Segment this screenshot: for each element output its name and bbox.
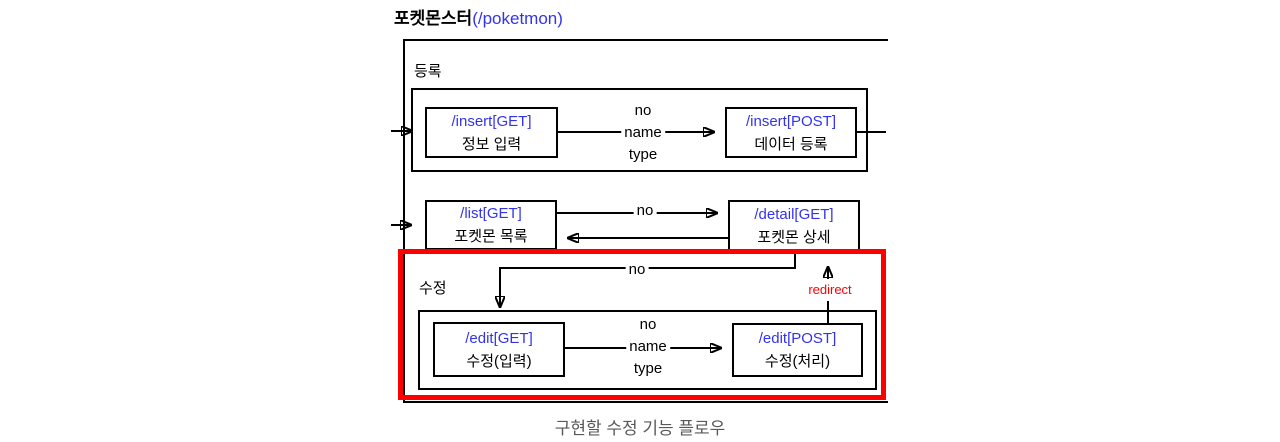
node-insert-get-desc: 정보 입력 bbox=[461, 135, 522, 153]
node-insert-post: /insert[POST] 데이터 등록 bbox=[725, 107, 857, 158]
node-detail-get: /detail[GET] 포켓몬 상세 bbox=[728, 200, 860, 252]
node-insert-get-route: /insert[GET] bbox=[451, 112, 532, 130]
node-insert-post-desc: 데이터 등록 bbox=[754, 135, 828, 153]
register-section-label: 등록 bbox=[414, 63, 442, 80]
node-edit-get-route: /edit[GET] bbox=[465, 329, 533, 347]
node-edit-get-desc: 수정(입력) bbox=[466, 352, 532, 370]
node-insert-get: /insert[GET] 정보 입력 bbox=[425, 107, 558, 158]
node-list-get-desc: 포켓몬 목록 bbox=[454, 228, 528, 245]
node-insert-post-route: /insert[POST] bbox=[745, 112, 837, 130]
node-detail-get-route: /detail[GET] bbox=[754, 206, 834, 223]
title-text: 포켓몬스터 bbox=[394, 9, 473, 28]
caption: 구현할 수정 기능 플로우 bbox=[554, 419, 726, 438]
node-edit-post-route: /edit[POST] bbox=[758, 330, 837, 347]
diagram-title: 포켓몬스터(/poketmon) bbox=[394, 8, 563, 29]
title-route: (/poketmon) bbox=[472, 9, 563, 28]
label-edit-condition: no name type bbox=[626, 314, 670, 380]
label-redirect: redirect bbox=[805, 279, 855, 301]
node-edit-post-desc: 수정(처리) bbox=[764, 353, 831, 370]
node-list-get: /list[GET] 포켓몬 목록 bbox=[425, 200, 557, 250]
node-edit-post: /edit[POST] 수정(처리) bbox=[732, 323, 863, 377]
label-insert-condition: no name type bbox=[621, 100, 665, 166]
label-list-detail-condition: no bbox=[633, 200, 657, 222]
node-detail-get-desc: 포켓몬 상세 bbox=[757, 229, 831, 246]
label-detail-edit-condition: no bbox=[625, 259, 649, 281]
node-edit-get: /edit[GET] 수정(입력) bbox=[433, 322, 565, 377]
node-list-get-route: /list[GET] bbox=[460, 205, 522, 222]
edit-section-box bbox=[418, 310, 877, 390]
edit-section-label: 수정 bbox=[419, 280, 447, 297]
